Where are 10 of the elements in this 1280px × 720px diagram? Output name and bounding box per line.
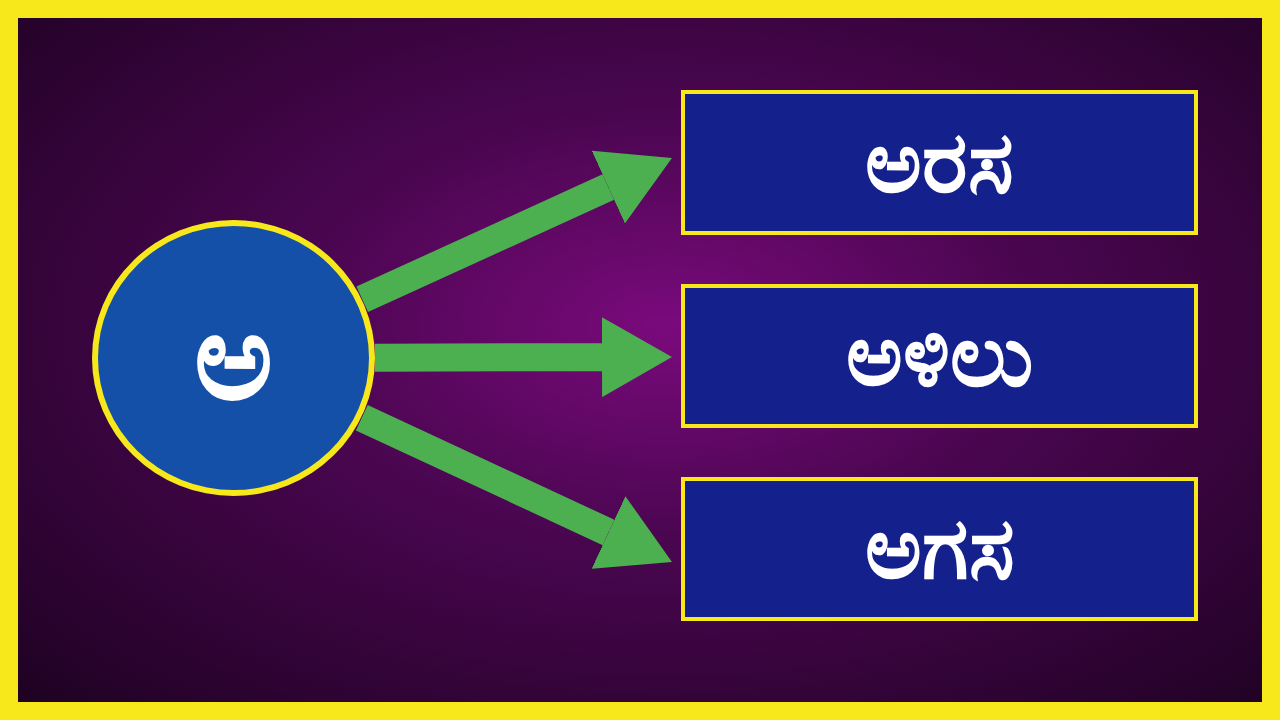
word-label: ಅಗಸ [864, 498, 1015, 600]
letter-label: ಅ [194, 287, 273, 429]
word-label: ಅರಸ [865, 111, 1014, 214]
word-box [681, 90, 1198, 235]
arrow [374, 317, 672, 398]
word-box [681, 477, 1198, 621]
word-label: ಅಳಿಲು [846, 305, 1033, 407]
arrow [356, 150, 672, 313]
word-box [681, 284, 1198, 428]
arrow [355, 405, 672, 569]
